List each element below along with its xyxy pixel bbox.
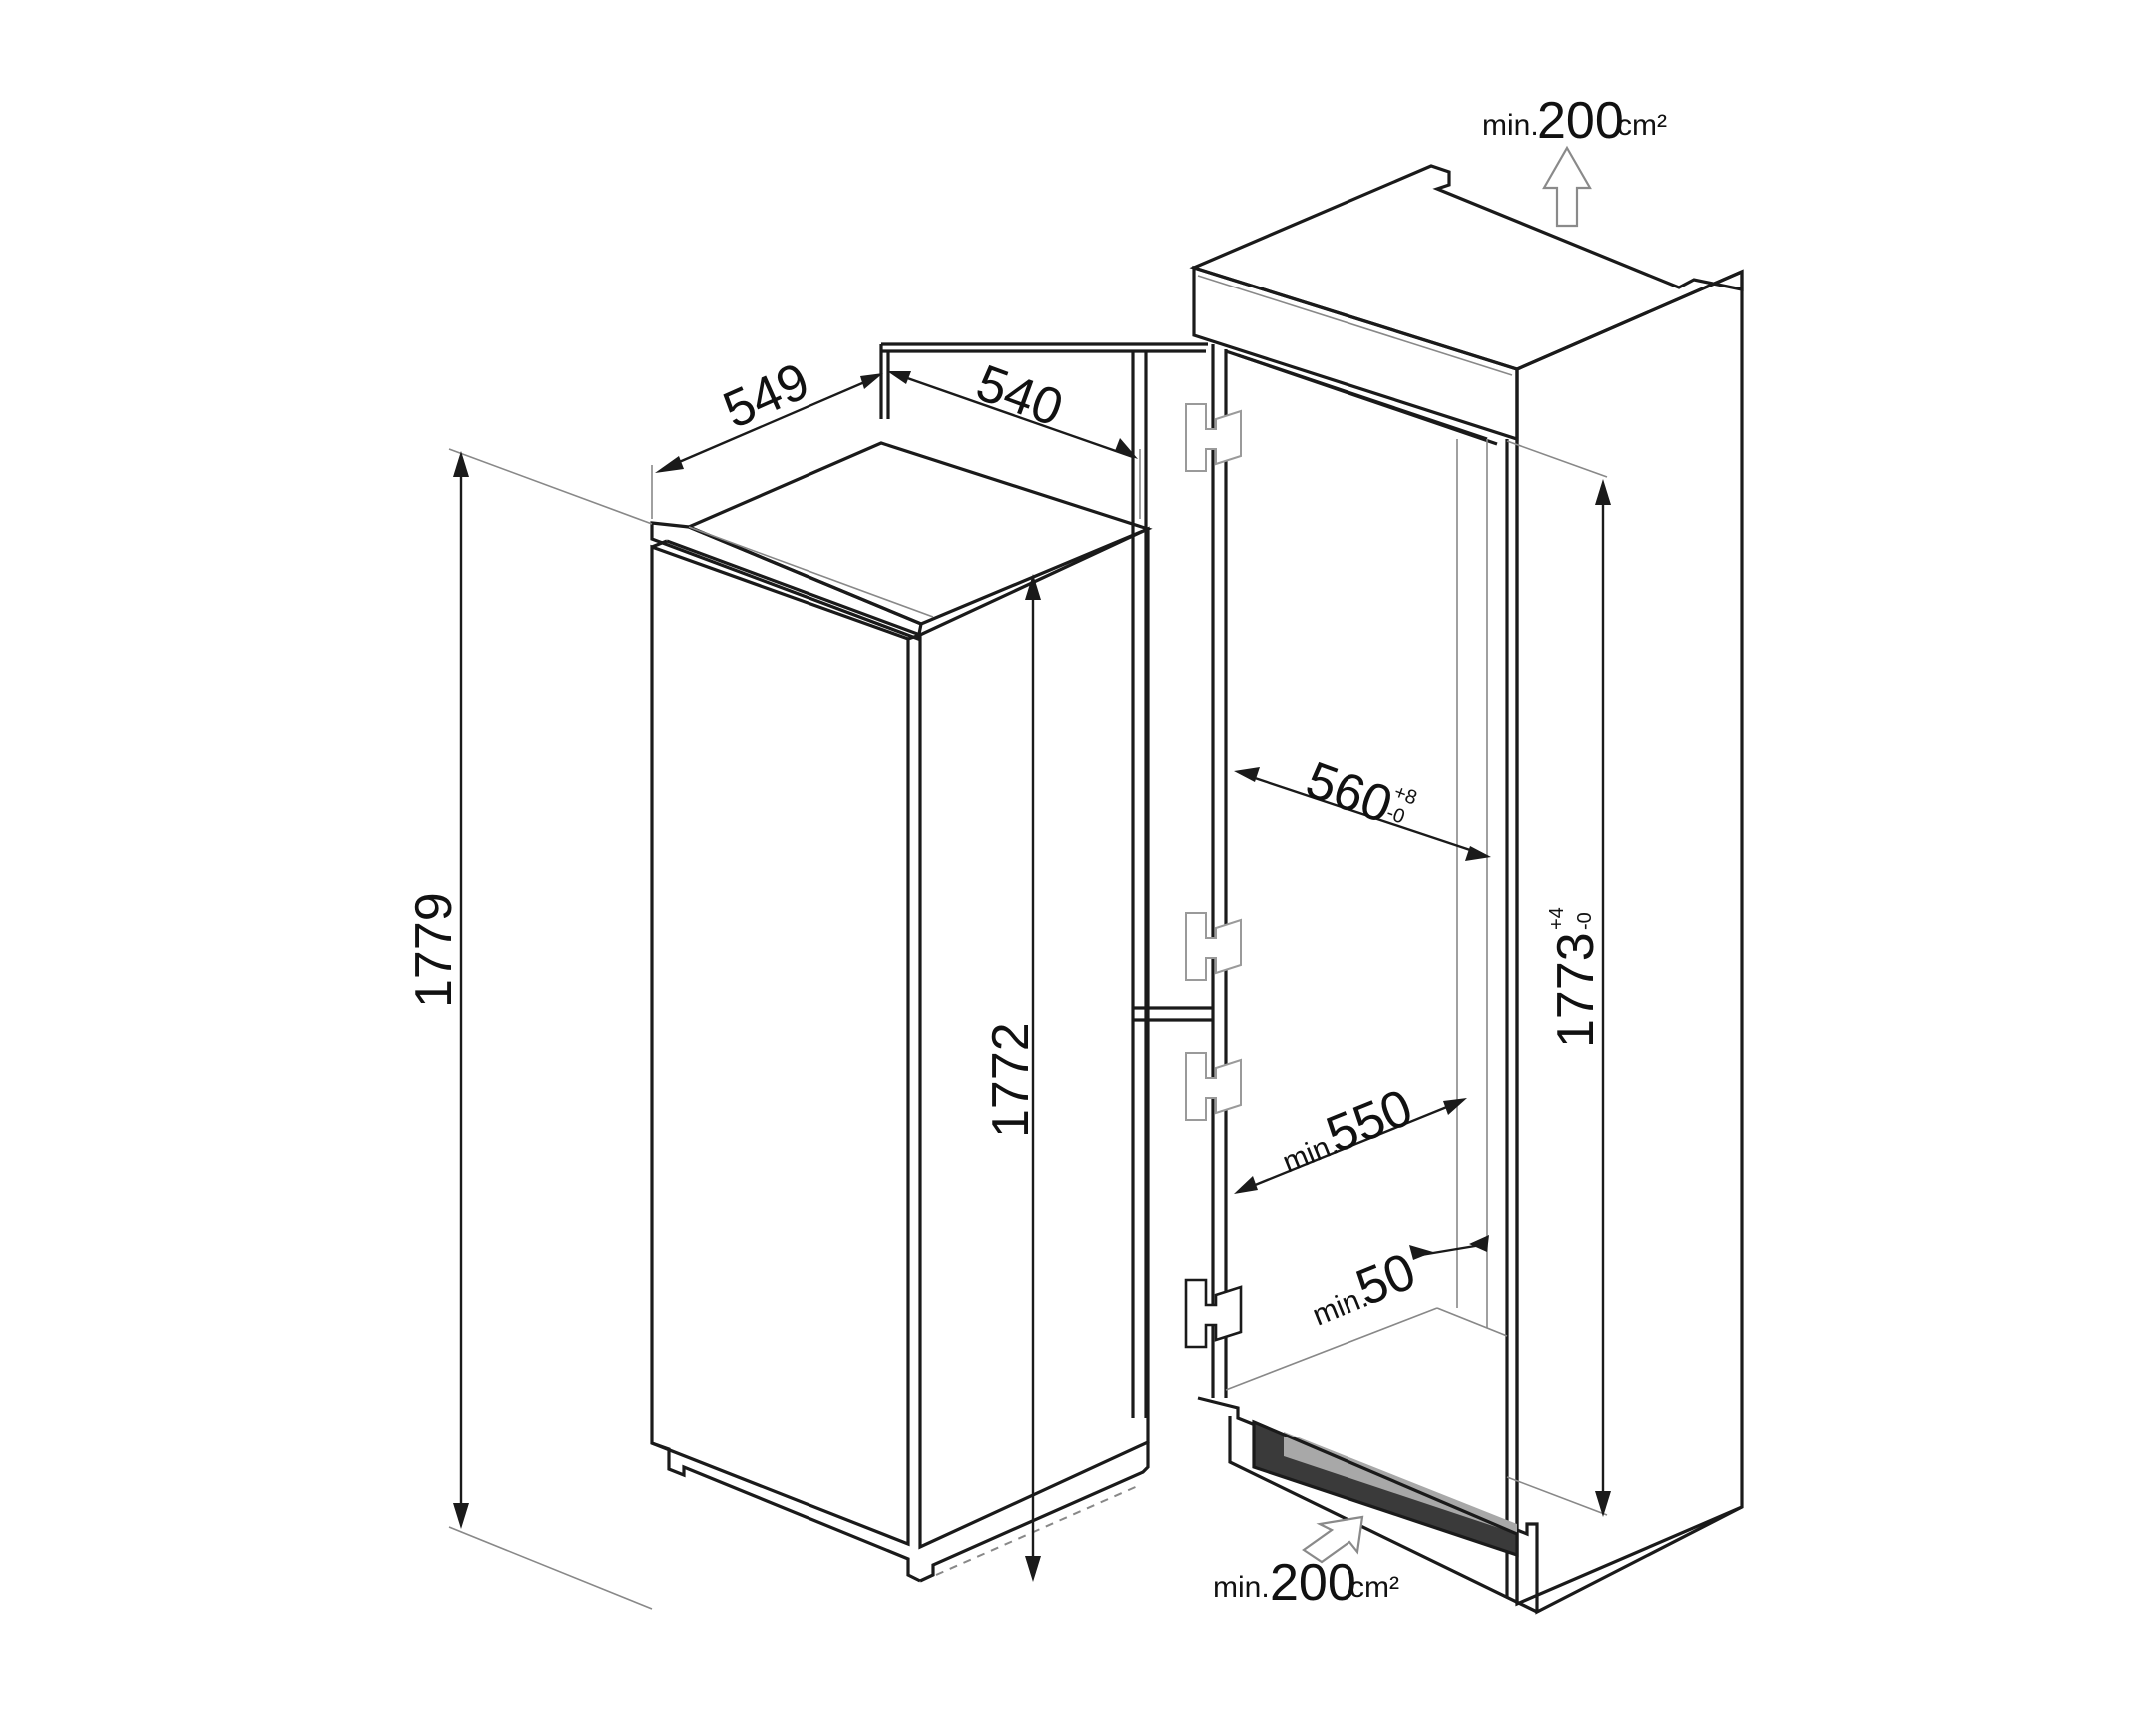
diagonal-arrow-icon <box>1302 1515 1364 1564</box>
depth-540-label: 540 <box>969 354 1070 438</box>
rear-gap-label: min. 50 <box>1308 1242 1423 1332</box>
bottom-ventilation: min. 200 cm² <box>1213 1515 1399 1612</box>
svg-text:-0: -0 <box>1574 912 1596 930</box>
width-549-label: 549 <box>715 352 817 440</box>
svg-text:min.: min. <box>1482 109 1539 142</box>
svg-text:1773: 1773 <box>1547 932 1605 1048</box>
height-1772-label: 1772 <box>982 1022 1040 1138</box>
hinges <box>1184 403 1243 1349</box>
niche-dimensions: 560 +8 -0 1773 +4 -0 min. 550 min. 50 <box>1234 440 1611 1517</box>
svg-text:cm²: cm² <box>1349 1571 1399 1604</box>
top-vent-label: min. 200 cm² <box>1482 92 1667 150</box>
niche-width-label: 560 +8 -0 <box>1299 751 1420 835</box>
hinge-icon <box>1185 1052 1242 1121</box>
bottom-vent <box>1252 1419 1519 1558</box>
cabinet-drawing <box>879 164 1744 1615</box>
svg-text:200: 200 <box>1270 1554 1356 1612</box>
niche-height-label: 1773 +4 -0 <box>1546 907 1605 1048</box>
appliance-dimensions: 549 540 1779 1772 <box>405 352 1141 1610</box>
svg-text:+4: +4 <box>1546 907 1568 930</box>
appliance-drawing <box>650 441 1153 1583</box>
svg-text:min.: min. <box>1213 1571 1270 1604</box>
niche-depth-label: min. 550 <box>1278 1078 1420 1179</box>
top-ventilation: min. 200 cm² <box>1482 92 1667 228</box>
height-1779-label: 1779 <box>405 892 463 1008</box>
hinge-icon <box>1185 912 1242 981</box>
up-arrow-icon <box>1542 145 1592 228</box>
svg-text:200: 200 <box>1537 92 1624 150</box>
bottom-vent-label: min. 200 cm² <box>1213 1554 1399 1612</box>
hinge-icon <box>1185 403 1242 472</box>
svg-text:cm²: cm² <box>1617 109 1667 142</box>
hinge-icon <box>1184 1278 1243 1349</box>
